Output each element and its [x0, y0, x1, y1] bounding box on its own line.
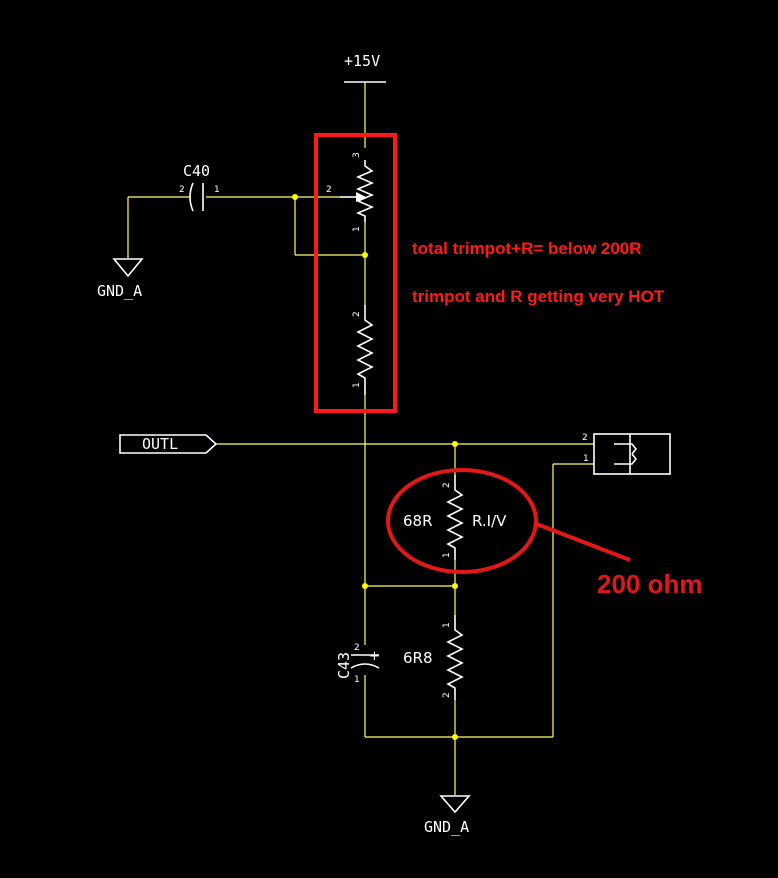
pin-label: 1 [442, 552, 452, 558]
callout-line [533, 521, 631, 562]
series-resistor: 2 1 [352, 305, 374, 395]
resistor-68r-ref: R.I/V [472, 512, 507, 530]
capacitor-c43: C43 2 1 + [335, 643, 380, 685]
capacitor-c40: C40 2 1 [179, 162, 220, 212]
pin-label: 1 [214, 185, 220, 195]
callout-200-ohm: 200 ohm [597, 569, 703, 599]
junction-dots [292, 194, 458, 740]
highlight-box [314, 133, 397, 413]
pin-label: 2 [326, 185, 332, 195]
note-hot-warning: trimpot and R getting very HOT [412, 287, 665, 306]
c40-label: C40 [183, 162, 210, 180]
resistor-6r8-value: 6R8 [403, 649, 433, 667]
wires [127, 82, 594, 795]
pin-label: 2 [352, 311, 362, 317]
outl-label: OUTL [142, 435, 178, 453]
outl-port: OUTL [119, 434, 218, 454]
pin-label: 3 [352, 152, 362, 158]
highlight-ellipse [386, 468, 538, 574]
pin-label: 1 [442, 622, 452, 628]
ground-symbol-left: GND_A [97, 258, 144, 300]
plus-sign-icon: + [369, 649, 380, 664]
resistor-68r: 68R R.I/V 2 1 [403, 475, 507, 560]
wiper-arrow-icon [356, 192, 366, 202]
resistor-6r8: 6R8 1 2 [403, 615, 464, 700]
resistor-68r-value: 68R [403, 512, 433, 530]
pin-label: 2 [442, 482, 452, 488]
connector: 2 1 [582, 433, 671, 475]
pin-label: 2 [582, 433, 588, 443]
power-label: +15V [344, 52, 380, 70]
trimpot: 3 2 1 [326, 152, 375, 232]
c43-label: C43 [335, 652, 353, 679]
note-total-resistance: total trimpot+R= below 200R [412, 239, 642, 258]
pin-label: 1 [352, 226, 362, 232]
pin-label: 1 [354, 675, 360, 685]
pin-label: 2 [179, 185, 185, 195]
ground-label-bottom: GND_A [424, 818, 469, 836]
power-symbol: +15V [344, 52, 386, 83]
ground-label-left: GND_A [97, 282, 142, 300]
pin-label: 1 [352, 382, 362, 388]
annotations: total trimpot+R= below 200R trimpot and … [314, 133, 703, 599]
pin-label: 2 [354, 643, 360, 653]
ground-symbol-bottom: GND_A [424, 795, 471, 836]
pin-label: 2 [442, 692, 452, 698]
pin-label: 1 [583, 454, 589, 464]
